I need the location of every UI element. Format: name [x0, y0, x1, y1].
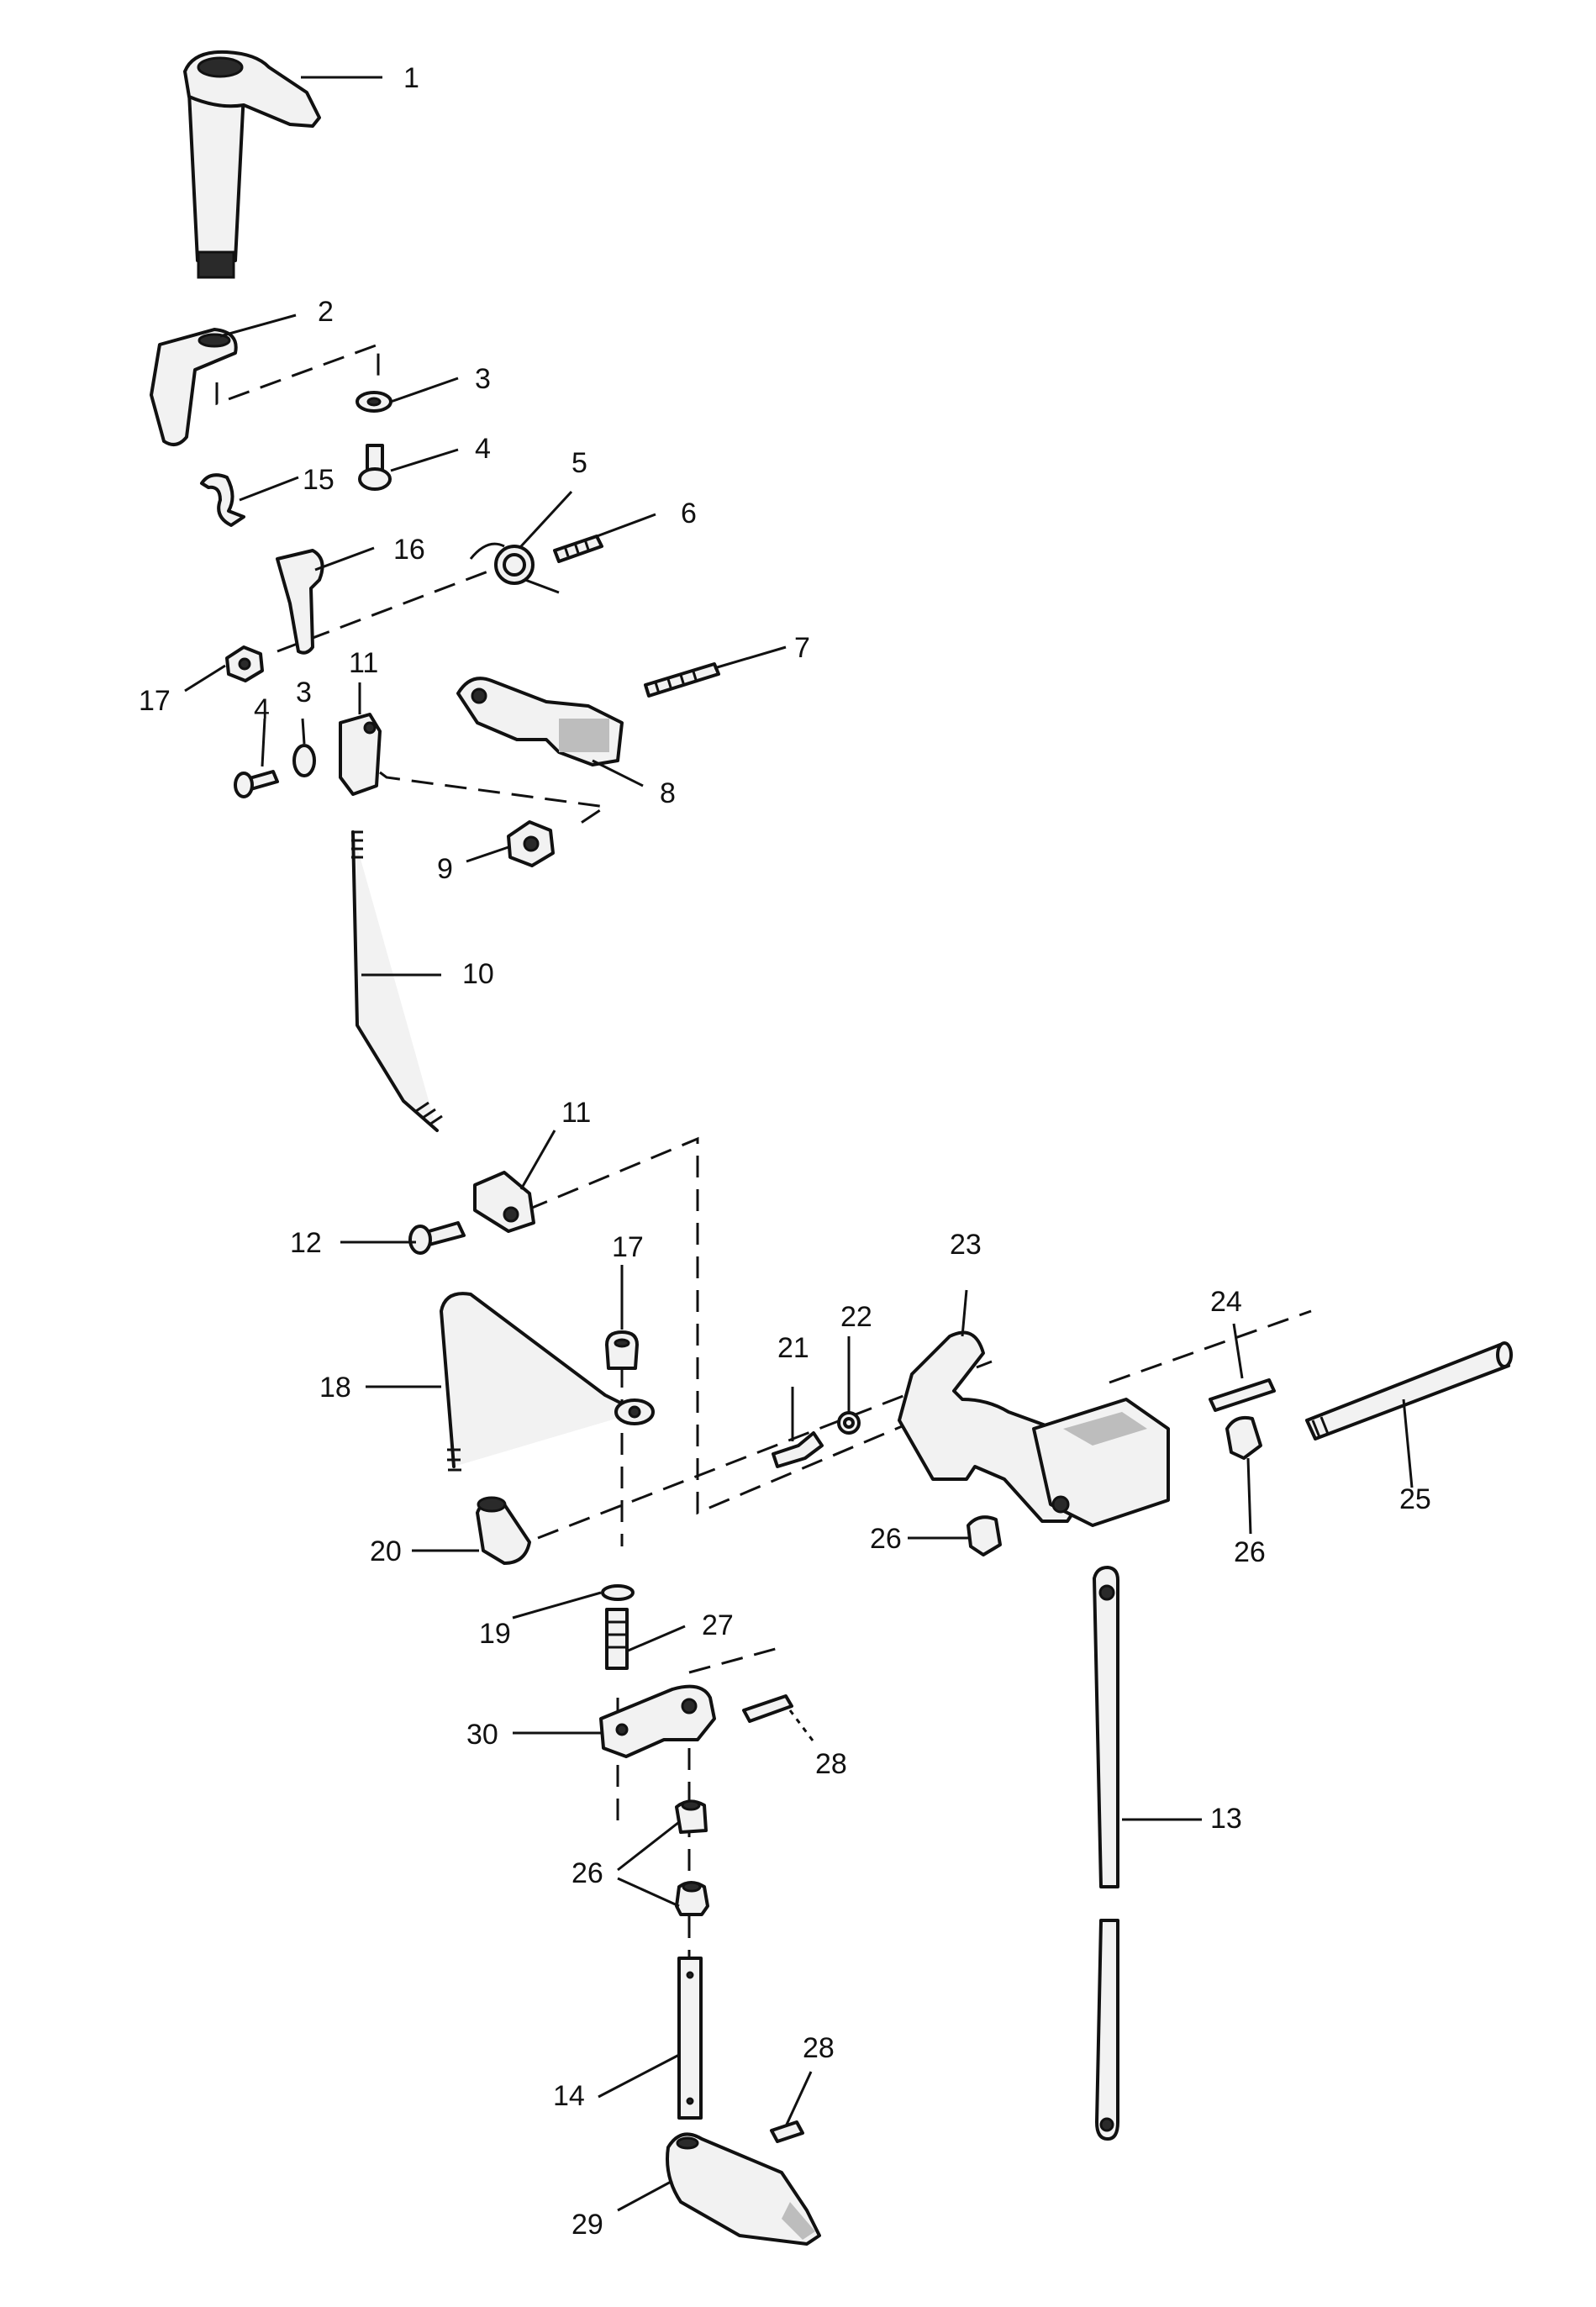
callout-9: 9: [437, 853, 453, 885]
callout-20: 20: [370, 1535, 402, 1567]
part-long-link: [1093, 1566, 1119, 2141]
part-pin-24: [1209, 1378, 1276, 1412]
part-pin-12: [408, 1221, 466, 1255]
part-screw-lower: [234, 770, 279, 798]
part-rod-end-upper: [339, 713, 382, 796]
callout-11-upper: 11: [349, 647, 378, 679]
part-bushing-26-upper: [675, 1799, 708, 1834]
part-pin-28-lower: [770, 2120, 804, 2143]
callout-5: 5: [572, 447, 587, 479]
part-bellcrank: [898, 1330, 1170, 1527]
part-bushing-26-lower: [675, 1881, 709, 1916]
callout-13: 13: [1210, 1803, 1242, 1835]
callout-21: 21: [777, 1332, 809, 1364]
part-link-rod: [351, 830, 443, 1132]
callout-17-lower: 17: [612, 1231, 644, 1263]
part-pin-28-upper: [742, 1694, 793, 1723]
part-shift-lever: [150, 328, 238, 446]
callout-28-lower: 28: [803, 2032, 835, 2064]
part-nut-upper: [225, 645, 264, 682]
callout-11-lower: 11: [561, 1097, 591, 1129]
callout-4-lower: 4: [254, 693, 270, 725]
callout-3-lower: 3: [296, 677, 312, 708]
part-shift-shaft: [183, 50, 321, 279]
callout-29: 29: [572, 2209, 603, 2241]
callout-26-left: 26: [870, 1523, 902, 1555]
callout-4: 4: [475, 433, 491, 465]
assembly-guide-lines: [215, 342, 1312, 1967]
callout-26-center: 26: [572, 1857, 603, 1889]
callout-2: 2: [318, 296, 334, 328]
part-shaft-14: [677, 1957, 703, 2120]
callout-23: 23: [950, 1229, 982, 1261]
callout-3: 3: [475, 363, 491, 395]
callout-1: 1: [403, 62, 419, 94]
callout-12: 12: [290, 1227, 322, 1259]
callout-7: 7: [794, 632, 810, 664]
callout-27: 27: [702, 1609, 734, 1641]
callout-25: 25: [1399, 1483, 1431, 1515]
part-washer-19: [601, 1584, 635, 1601]
part-spring-22: [837, 1411, 861, 1435]
part-bracket: [276, 549, 324, 655]
part-bushing-26-right: [1225, 1415, 1262, 1460]
part-link-arm: [599, 1684, 716, 1758]
part-stud-27: [605, 1608, 629, 1670]
part-bushing-20: [476, 1496, 531, 1565]
callout-26-right: 26: [1234, 1536, 1266, 1568]
part-shift-arm: [456, 677, 624, 766]
part-spring: [469, 542, 560, 594]
part-washer-upper: [356, 391, 392, 413]
part-washer-lower: [292, 744, 316, 777]
part-cam-lever: [666, 2132, 821, 2246]
callout-18: 18: [319, 1372, 351, 1404]
callout-22: 22: [840, 1301, 872, 1333]
part-nut-lower: [605, 1330, 639, 1370]
part-stud-long: [644, 662, 720, 698]
part-nut-9: [507, 820, 555, 867]
callout-10: 10: [462, 958, 494, 990]
callout-15: 15: [303, 464, 334, 496]
part-rod-end-lower: [473, 1171, 535, 1233]
part-bushing-26-left: [967, 1515, 1002, 1556]
part-clip: [200, 473, 245, 527]
part-screw-21: [772, 1431, 824, 1468]
leader-lines: [184, 76, 1414, 2212]
callout-30: 30: [466, 1719, 498, 1751]
callout-labels: 1 2 3 4 15 5 6 16 17 11 3 4 7 8 9 10 11 …: [139, 62, 1431, 2241]
part-stud-short: [553, 535, 603, 563]
callout-19: 19: [479, 1618, 511, 1650]
callout-8: 8: [660, 777, 676, 809]
part-tube: [1305, 1341, 1513, 1441]
callout-17-upper: 17: [139, 685, 171, 717]
part-screw-upper: [358, 444, 392, 491]
callout-24: 24: [1210, 1286, 1242, 1318]
callout-16: 16: [393, 534, 425, 566]
callout-6: 6: [681, 498, 697, 529]
callout-14: 14: [553, 2080, 585, 2112]
part-bent-rod: [440, 1292, 655, 1472]
callout-28-upper: 28: [815, 1748, 847, 1780]
